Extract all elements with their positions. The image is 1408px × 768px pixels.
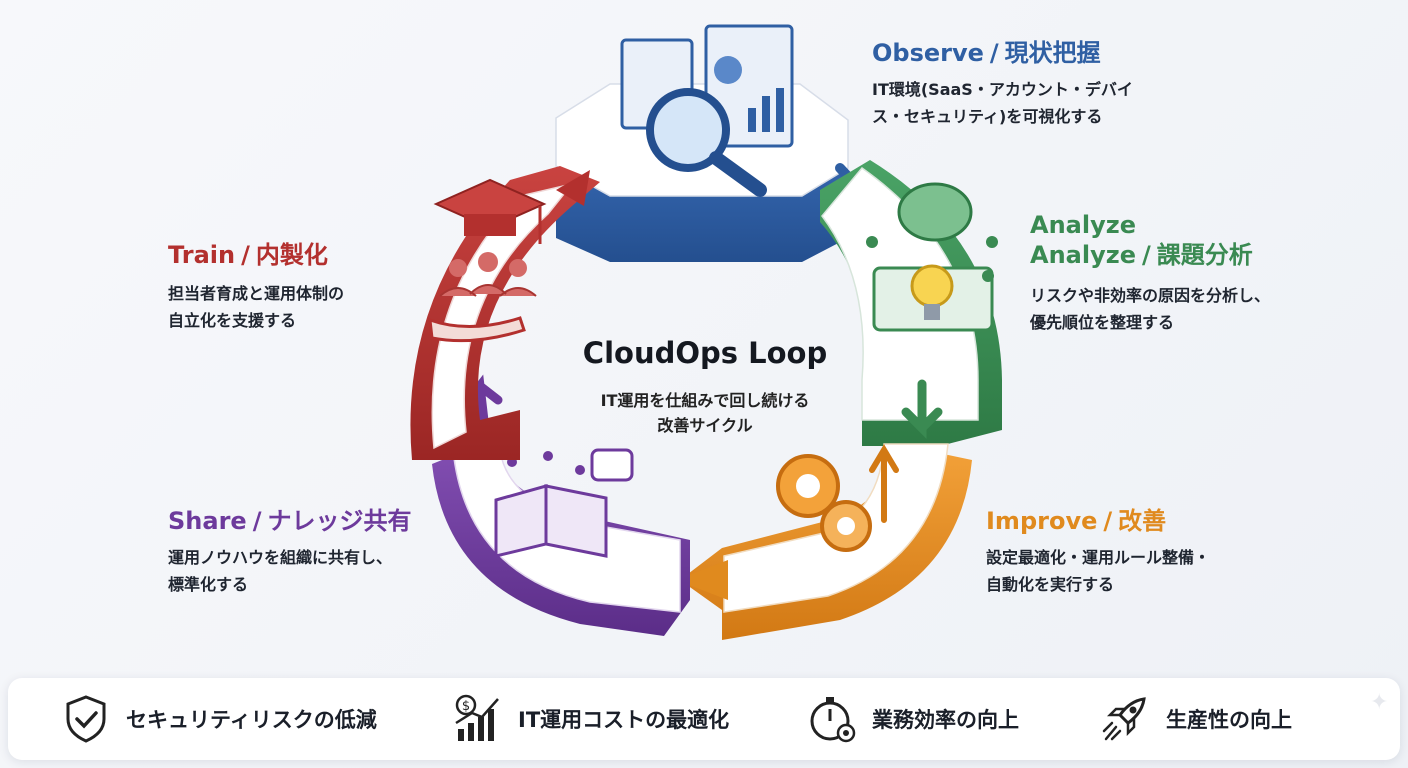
shield-check-icon: [66, 695, 106, 743]
analyze-title-en: Analyze: [1030, 241, 1136, 269]
train-description: 担当者育成と運用体制の 自立化を支援する: [168, 280, 344, 334]
svg-text:$: $: [462, 699, 470, 714]
train-title-en: Train: [168, 241, 236, 269]
sparkle-icon: ✦: [1370, 690, 1389, 715]
analyze-desc-line1: リスクや非効率の原因を分析し、: [1030, 286, 1271, 305]
benefit-security: セキュリティリスクの低減: [60, 678, 377, 760]
train-title-jp: 内製化: [255, 241, 328, 269]
observe-title: Observe/現状把握: [872, 38, 1101, 68]
improve-desc-line2: 自動化を実行する: [986, 575, 1115, 594]
center-subtitle-line1: IT運用を仕組みで回し続ける: [600, 391, 810, 410]
benefit-efficiency-label: 業務効率の向上: [872, 708, 1019, 732]
improve-desc-line1: 設定最適化・運用ルール整備・: [986, 548, 1211, 567]
analyze-desc-line2: 優先順位を整理する: [1030, 313, 1175, 332]
stopwatch-icon: [810, 697, 856, 743]
benefit-cost-label: IT運用コストの最適化: [518, 708, 730, 732]
center-title: CloudOps Loop: [582, 336, 828, 370]
share-title-en: Share: [168, 507, 247, 535]
benefits-bar: セキュリティリスクの低減 $ IT運用コストの最適化 業務効率の向上 生産性の向…: [8, 678, 1400, 760]
share-title-jp: ナレッジ共有: [267, 507, 412, 535]
benefit-security-label: セキュリティリスクの低減: [126, 708, 377, 732]
observe-icon: [620, 24, 794, 197]
observe-desc-line1: IT環境(SaaS・アカウント・デバイ: [872, 80, 1133, 99]
observe-title-slash: /: [989, 39, 999, 67]
train-title: Train/内製化: [168, 240, 328, 270]
benefit-cost: $ IT運用コストの最適化: [452, 678, 729, 760]
analyze-icon: [866, 182, 998, 332]
share-icon: [494, 448, 634, 558]
analyze-title: Analyze/課題分析: [1030, 240, 1253, 270]
benefit-productivity: 生産性の向上: [1100, 678, 1292, 760]
share-desc-line1: 運用ノウハウを組織に共有し、: [168, 548, 393, 567]
center-subtitle-line2: 改善サイクル: [657, 416, 753, 435]
observe-title-jp: 現状把握: [1004, 39, 1101, 67]
rocket-icon: [1102, 697, 1146, 741]
benefit-efficiency: 業務効率の向上: [806, 678, 1019, 760]
center-subtitle: IT運用を仕組みで回し続ける 改善サイクル: [540, 388, 870, 438]
observe-title-en: Observe: [872, 39, 984, 67]
analyze-description: リスクや非効率の原因を分析し、 優先順位を整理する: [1030, 282, 1270, 336]
share-title: Share/ナレッジ共有: [168, 506, 411, 536]
train-title-slash: /: [241, 241, 250, 269]
share-description: 運用ノウハウを組織に共有し、 標準化する: [168, 544, 392, 598]
observe-description: IT環境(SaaS・アカウント・デバイ ス・セキュリティ)を可視化する: [872, 76, 1133, 130]
improve-title-en: Improve: [986, 507, 1098, 535]
improve-description: 設定最適化・運用ルール整備・ 自動化を実行する: [986, 544, 1210, 598]
train-segment: [410, 166, 600, 460]
observe-desc-line2: ス・セキュリティ)を可視化する: [872, 107, 1103, 126]
train-desc-line2: 自立化を支援する: [168, 311, 297, 330]
share-title-slash: /: [252, 507, 262, 535]
cost-chart-icon: $: [455, 694, 499, 741]
train-icon: [428, 178, 547, 343]
improve-title-slash: /: [1103, 507, 1113, 535]
improve-title: Improve/改善: [986, 506, 1166, 536]
benefit-productivity-label: 生産性の向上: [1166, 708, 1292, 732]
analyze-title-jp: 課題分析: [1156, 241, 1253, 269]
train-desc-line1: 担当者育成と運用体制の: [168, 284, 345, 303]
share-desc-line2: 標準化する: [168, 575, 249, 594]
analyze-title-top: Analyze: [1030, 211, 1136, 239]
improve-title-jp: 改善: [1118, 507, 1167, 535]
analyze-title-slash: /: [1141, 241, 1151, 269]
improve-icon: [776, 444, 899, 552]
